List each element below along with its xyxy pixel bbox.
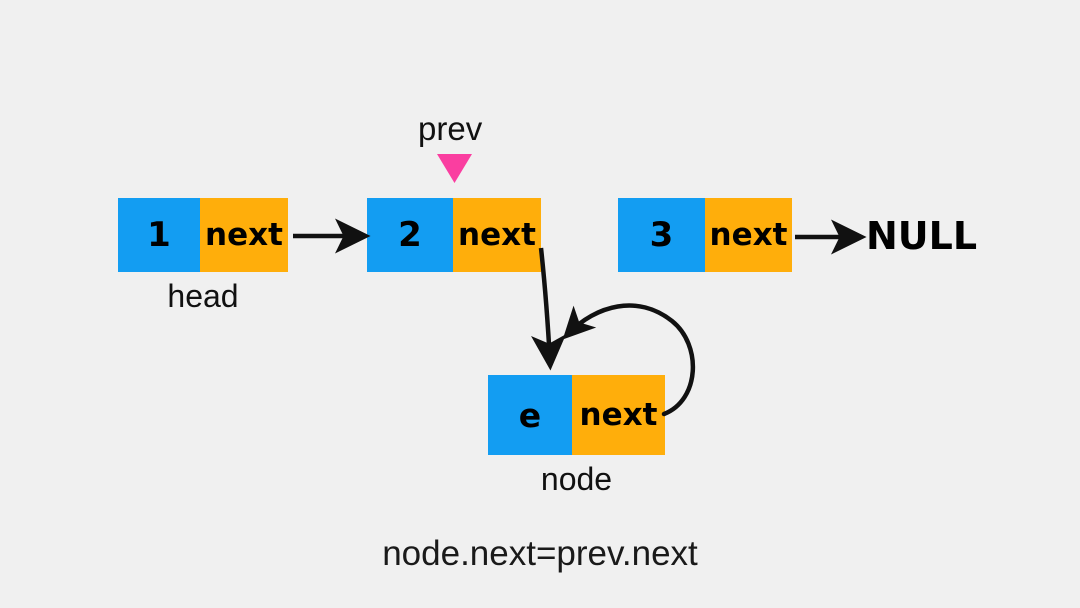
node-e-caption-node: node bbox=[540, 461, 613, 497]
list-node-2[interactable]: 2 next bbox=[367, 198, 541, 272]
node-3-value: 3 bbox=[618, 198, 705, 272]
node-3-next-field: next bbox=[705, 198, 792, 272]
list-node-3[interactable]: 3 next bbox=[618, 198, 792, 272]
node-1-next-field: next bbox=[200, 198, 288, 272]
edge-node2-next-down-to-node-e bbox=[531, 247, 567, 371]
node-1-value: 1 bbox=[118, 198, 200, 272]
formula-caption: node.next=prev.next bbox=[382, 534, 698, 573]
prev-marker-triangle bbox=[437, 154, 472, 183]
node-e-next-field: next bbox=[572, 375, 665, 455]
node-2-next-field: next bbox=[453, 198, 541, 272]
node-e-value: e bbox=[488, 375, 572, 455]
list-node-e[interactable]: e next bbox=[488, 375, 665, 455]
null-terminator-label: NULL bbox=[866, 214, 978, 258]
list-node-1[interactable]: 1 next bbox=[118, 198, 288, 272]
node-2-value: 2 bbox=[367, 198, 453, 272]
node-1-caption-head: head bbox=[167, 278, 239, 314]
prev-pointer-label: prev bbox=[418, 110, 483, 147]
